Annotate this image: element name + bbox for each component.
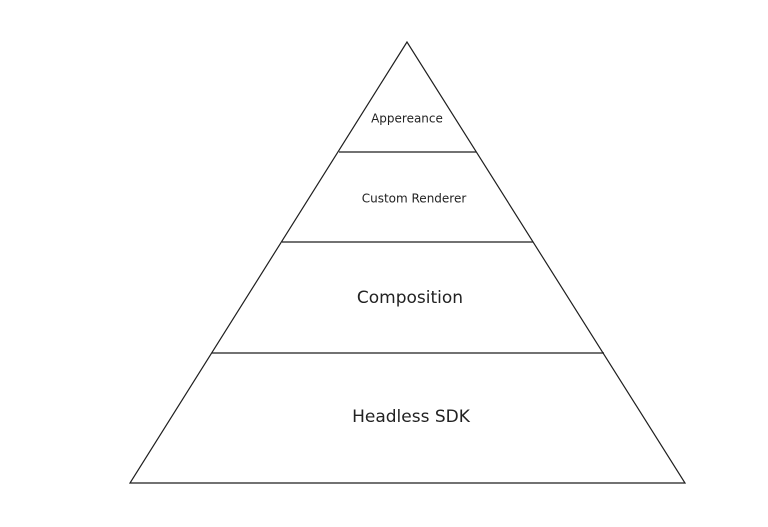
- layer-label-headless-sdk: Headless SDK: [352, 407, 471, 427]
- layer-label-appereance: Appereance: [371, 112, 443, 126]
- layer-label-custom-renderer: Custom Renderer: [362, 192, 467, 206]
- layer-label-composition: Composition: [357, 288, 463, 308]
- pyramid-outline: [128, 40, 687, 484]
